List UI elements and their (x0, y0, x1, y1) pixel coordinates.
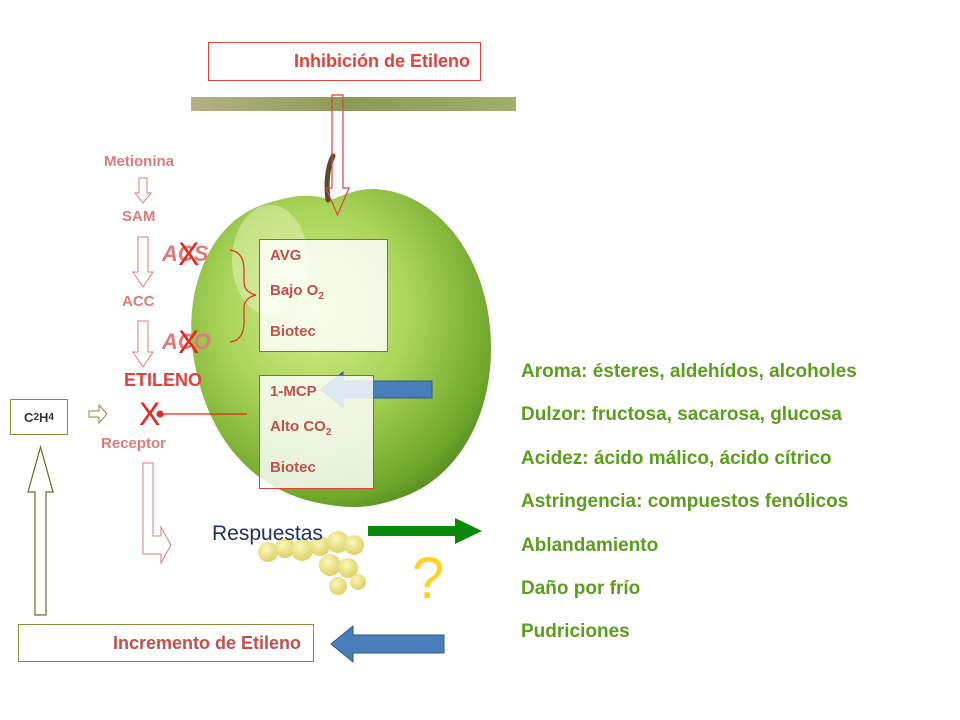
response-ablandamiento: Ablandamiento (521, 534, 659, 556)
texture-strip (191, 97, 516, 111)
receptor-inhibitors-box: 1-MCP Alto CO2 Biotec (259, 375, 374, 489)
bajo-o2-label: Bajo O2 (270, 282, 324, 302)
arrow-down-inhibicion (325, 94, 350, 217)
response-dulzor: Dulzor: fructosa, sacarosa, glucosa (521, 404, 842, 426)
response-astringencia: Astringencia: compuestos fenólicos (521, 491, 849, 513)
acs-label: ACS (162, 241, 209, 266)
question-mark: ? (412, 546, 445, 611)
inhibition-dot (156, 410, 164, 418)
etileno-label: ETILENO (124, 370, 203, 390)
avg-label: AVG (270, 247, 302, 264)
receptor-label: Receptor (101, 435, 167, 452)
response-dano-frio: Daño por frío (521, 577, 641, 599)
arrow-receptor-respuestas (142, 462, 172, 565)
enzyme-inhibitors-box: AVG Bajo O2 Biotec (259, 239, 388, 352)
responses-list: Aroma: ésteres, aldehídos, alcoholes Dul… (521, 358, 857, 662)
inhibicion-etileno-box: Inhibición de Etileno (208, 42, 481, 81)
acs-blocked-mark: X (178, 236, 200, 272)
aco-label: ACO (162, 329, 211, 354)
arrow-acc-etileno (132, 320, 154, 368)
incremento-etileno-box: Incremento de Etileno (18, 624, 314, 662)
acc-label: ACC (122, 293, 155, 310)
arrow-up-incremento (27, 444, 54, 616)
biotec-label-2: Biotec (270, 459, 316, 476)
sam-label: SAM (122, 208, 156, 225)
arrow-metionina-sam (133, 177, 153, 204)
alto-co2-label: Alto CO2 (270, 418, 332, 438)
mcp-label: 1-MCP (270, 383, 317, 400)
response-pudriciones: Pudriciones (521, 621, 630, 643)
respuestas-label: Respuestas (212, 522, 323, 545)
arrow-c2h4-receptor (88, 403, 108, 425)
grapes-cluster (258, 531, 366, 595)
response-aroma: Aroma: ésteres, aldehídos, alcoholes (521, 361, 857, 382)
biotec-label: Biotec (270, 323, 316, 340)
receptor-blocked-mark: X (139, 396, 161, 432)
metionina-label: Metionina (104, 153, 174, 170)
arrow-sam-acc (132, 236, 154, 288)
response-acidez: Acidez: ácido málico, ácido cítrico (521, 447, 832, 469)
brace-inhibitors (229, 249, 257, 343)
green-arrow-respuestas (368, 518, 482, 544)
aco-blocked-mark: X (178, 324, 200, 360)
blue-arrow-incremento (330, 624, 445, 664)
